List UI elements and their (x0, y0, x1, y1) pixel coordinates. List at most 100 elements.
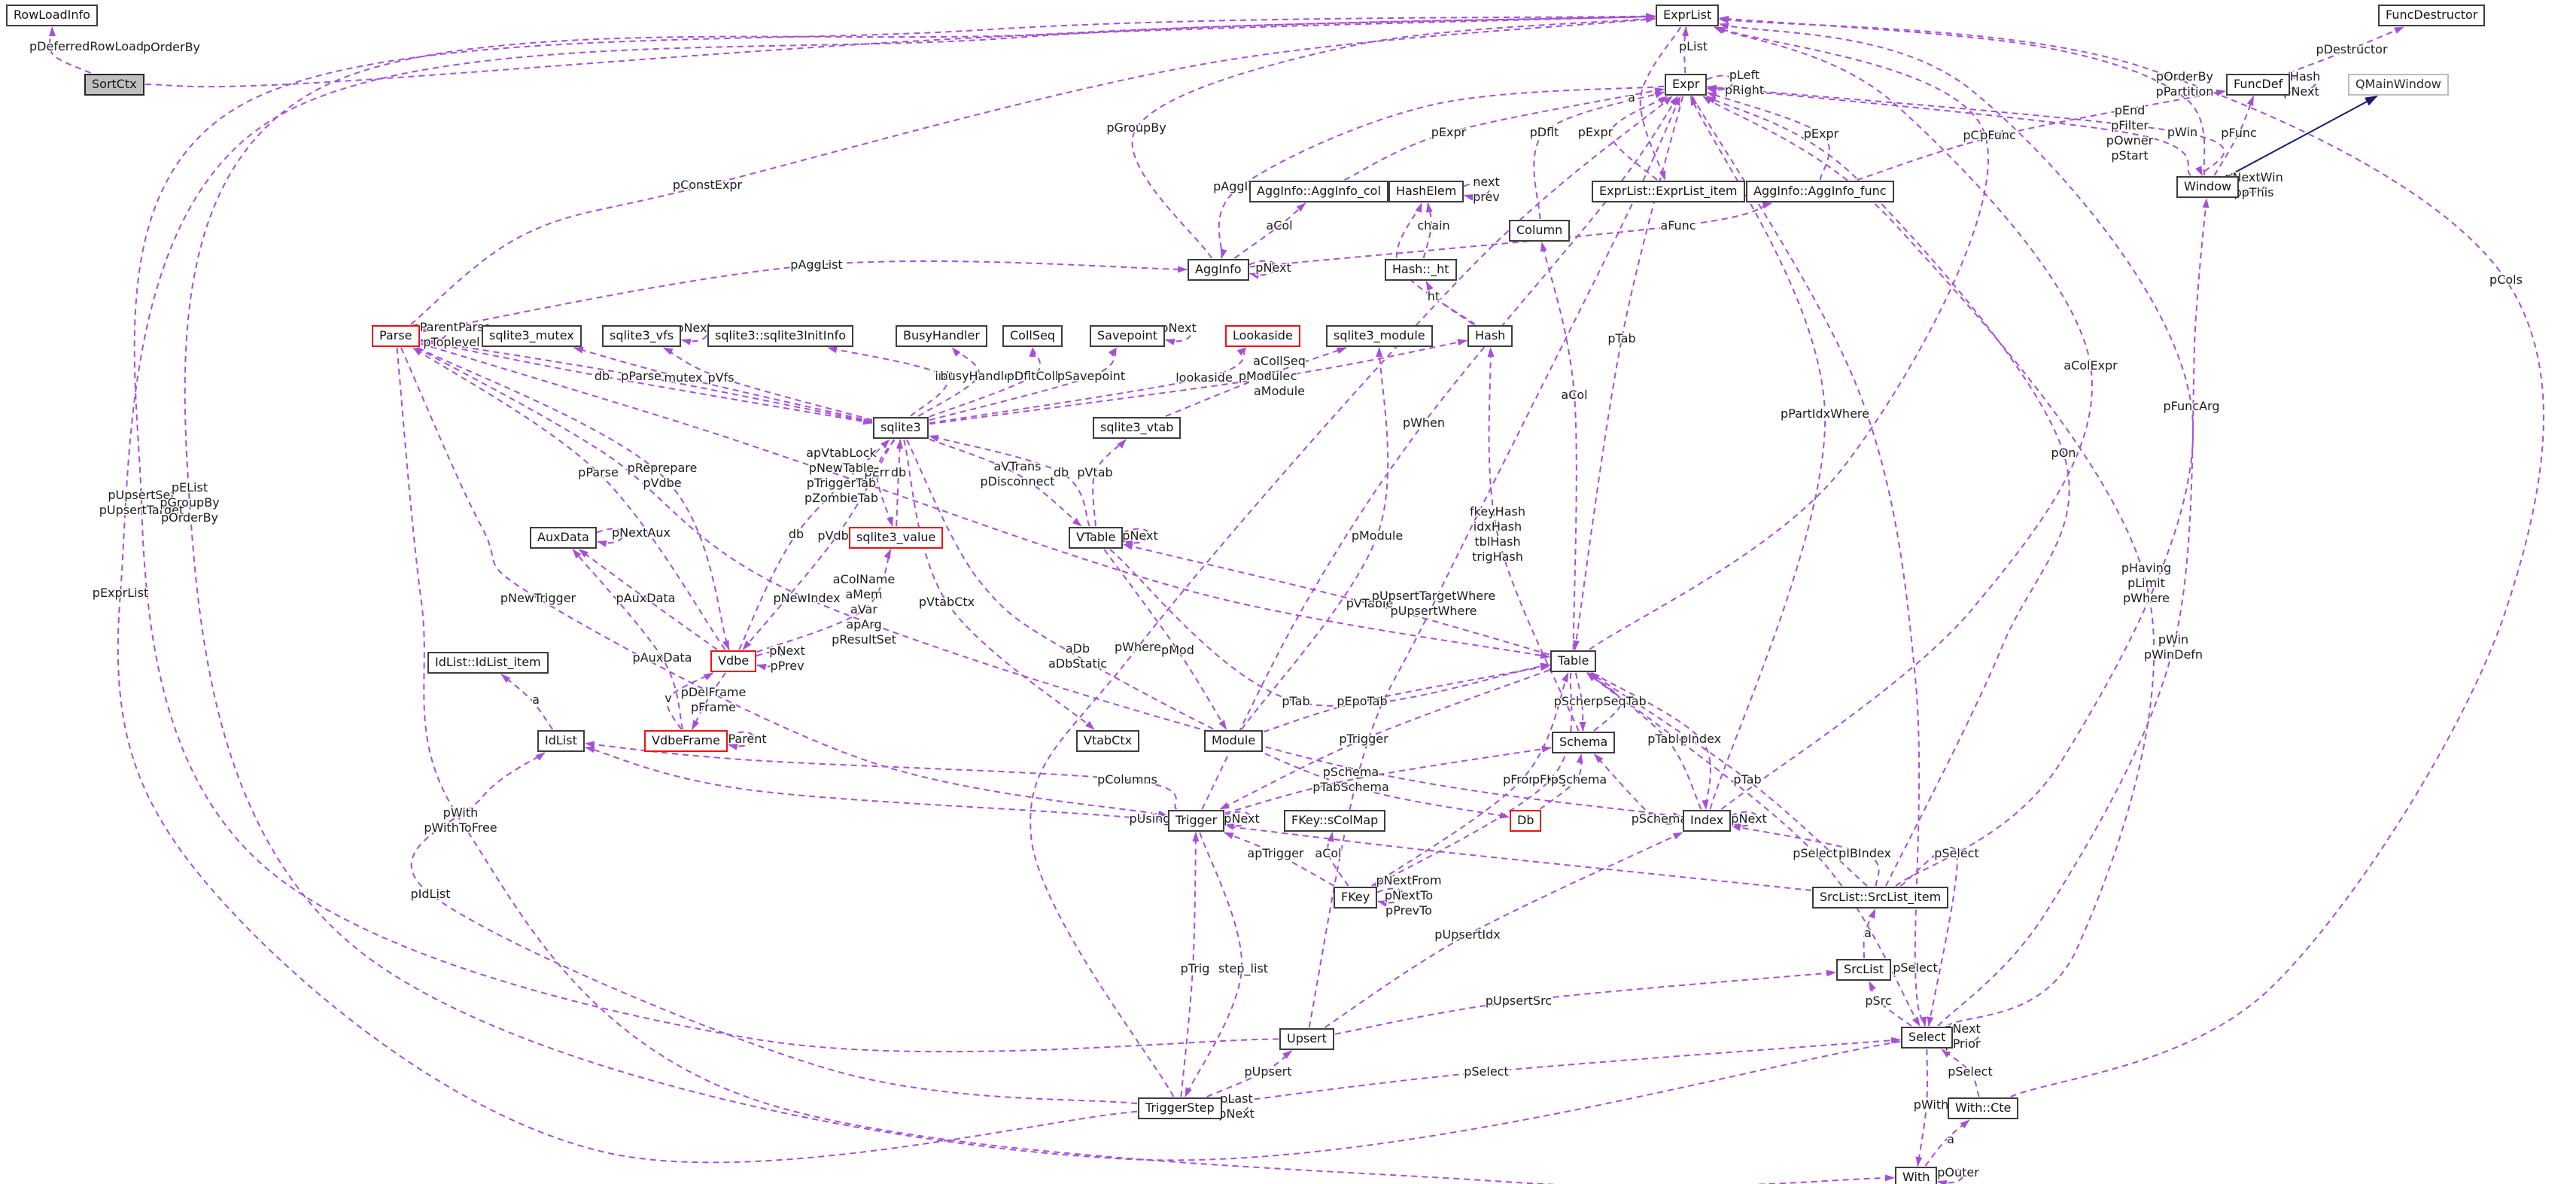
node-SrcList[interactable]: SrcList (1836, 959, 1892, 981)
node-Hash[interactable]: Hash (1467, 325, 1513, 347)
edge-sqlite3-Db (906, 439, 1510, 819)
node-Index[interactable]: Index (1683, 810, 1732, 832)
edge-label-pIBIndex: pIBIndex (1838, 846, 1891, 860)
node-AuxData[interactable]: AuxData (530, 527, 597, 549)
edge-label-pVtabCtx: pVtabCtx (919, 595, 975, 609)
node-Column[interactable]: Column (1509, 220, 1571, 242)
node-Parse[interactable]: Parse (372, 325, 420, 347)
node-FKey[interactable]: FKey (1334, 887, 1378, 909)
edge-Db-Schema (1539, 753, 1583, 810)
node-FuncDef[interactable]: FuncDef (2226, 74, 2291, 96)
node-Schema[interactable]: Schema (1552, 732, 1616, 753)
node-sqlite3_module[interactable]: sqlite3_module (1326, 325, 1433, 347)
node-Upsert[interactable]: Upsert (1279, 1028, 1334, 1050)
node-SortCtx[interactable]: SortCtx (84, 74, 144, 96)
node-WithCte[interactable]: With::Cte (1948, 1097, 2019, 1119)
edge-Table-Trigger (1219, 669, 1550, 810)
edge-Vdbe-Parse (412, 347, 726, 650)
node-sqlite3_value[interactable]: sqlite3_value (849, 527, 944, 549)
node-RowLoadInfo[interactable]: RowLoadInfo (6, 5, 98, 26)
node-Expr[interactable]: Expr (1665, 74, 1708, 96)
edge-label-init: init (935, 369, 953, 383)
edge-Index-Schema (1593, 753, 1683, 825)
edge-label-pWhen: pWhen (1403, 415, 1445, 430)
edge-sqlite3-Vdbe (742, 439, 895, 650)
node-Trigger[interactable]: Trigger (1168, 810, 1225, 832)
node-With[interactable]: With (1895, 1167, 1938, 1184)
node-sqlite3_mutex[interactable]: sqlite3_mutex (482, 325, 582, 347)
edge-Table-ExprList (1589, 26, 1989, 650)
node-AggInfoFunc[interactable]: AggInfo::AggInfo_func (1746, 181, 1894, 202)
edge-label-chain: chain (1417, 218, 1449, 233)
node-VtabCtx[interactable]: VtabCtx (1076, 730, 1140, 752)
node-Select[interactable]: Select (1901, 1027, 1954, 1049)
node-AggInfoCol[interactable]: AggInfo::AggInfo_col (1249, 181, 1388, 202)
node-CollSeq[interactable]: CollSeq (1002, 325, 1063, 347)
node-ExprListItem[interactable]: ExprList::ExprList_item (1592, 181, 1745, 202)
node-FuncDestructor[interactable]: FuncDestructor (2378, 5, 2486, 26)
node-sqlite3_vfs[interactable]: sqlite3_vfs (602, 325, 682, 347)
edge-Select-ExprList (184, 13, 1901, 1161)
node-ExprList[interactable]: ExprList (1656, 5, 1720, 26)
node-VdbeFrame[interactable]: VdbeFrame (644, 730, 728, 752)
node-QMainWindow[interactable]: QMainWindow (2348, 74, 2449, 96)
node-InitInfo[interactable]: sqlite3::sqlite3InitInfo (707, 325, 853, 347)
edge-label-pNext: pNext (676, 321, 711, 335)
edge-Upsert-Index (1324, 832, 1683, 1028)
node-HashHt[interactable]: Hash::_ht (1385, 259, 1457, 281)
node-Window[interactable]: Window (2176, 176, 2240, 198)
edge-label-pWin: pWin (2167, 125, 2197, 139)
edge-label-apTrigger: apTrigger (1247, 846, 1304, 860)
edge-WithCte-ExprList (1719, 17, 2544, 1097)
edge-label-pOuter: pOuter (1937, 1165, 1979, 1179)
node-Module[interactable]: Module (1204, 730, 1264, 752)
node-IdListItem[interactable]: IdList::IdList_item (427, 652, 549, 674)
node-Db[interactable]: Db (1510, 810, 1542, 832)
node-IdList[interactable]: IdList (537, 730, 585, 752)
edge-VdbeFrame-Vdbe (666, 672, 714, 730)
edge-Select-Window (1937, 198, 2210, 1027)
edge-Select-Expr (1702, 96, 2155, 1027)
edge-SrcListItem-ExprList (1719, 23, 2194, 887)
edge-Parse-With (396, 347, 1895, 1184)
node-Savepoint[interactable]: Savepoint (1090, 325, 1166, 347)
node-Table[interactable]: Table (1550, 650, 1597, 672)
node-TriggerStep[interactable]: TriggerStep (1138, 1097, 1222, 1119)
node-Lookaside[interactable]: Lookaside (1225, 325, 1300, 347)
edge-label-pVTable: pVTable (1346, 596, 1393, 610)
edge-AggInfoCol-Expr (1344, 87, 1665, 181)
edge-label-lookaside: lookaside (1175, 370, 1233, 385)
node-sqlite3[interactable]: sqlite3 (873, 417, 929, 439)
edge-label-pColumns: pColumns (1097, 772, 1157, 787)
node-AggInfo[interactable]: AggInfo (1188, 259, 1249, 281)
edge-label-pDeferredRowLoad: pDeferredRowLoad (29, 39, 144, 53)
node-BusyHandler[interactable]: BusyHandler (896, 325, 987, 347)
node-Vdbe[interactable]: Vdbe (710, 650, 757, 672)
edge-label-aColExpr: aColExpr (2064, 358, 2118, 373)
edge-SrcListItem-Table (1589, 672, 1868, 887)
node-SrcListItem[interactable]: SrcList::SrcList_item (1812, 887, 1949, 909)
node-VTable[interactable]: VTable (1069, 527, 1124, 549)
edge-label-pWhere: pWhere (1115, 640, 1161, 654)
edge-Trigger-TriggerStep (1184, 832, 1243, 1097)
edge-label-v: v (665, 691, 671, 705)
edge-label-aCol: aCol (1315, 846, 1341, 860)
edge-sqlite3-sqlite3_vfs (663, 347, 873, 421)
edge-sqlite3-sqlite3_value (875, 439, 896, 527)
edge-label-pAuxData: pAuxData (616, 591, 676, 605)
node-sqlite3_vtab[interactable]: sqlite3_vtab (1093, 417, 1182, 439)
edge-label-a: a (1864, 926, 1872, 940)
node-HashElem[interactable]: HashElem (1388, 181, 1464, 202)
node-sColMap[interactable]: FKey::sColMap (1284, 810, 1386, 832)
edge-Table-Select (1587, 672, 1921, 1027)
edge-label-pFKey: pFKey (1532, 772, 1568, 787)
edge-label-pAuxData: pAuxData (633, 650, 692, 665)
